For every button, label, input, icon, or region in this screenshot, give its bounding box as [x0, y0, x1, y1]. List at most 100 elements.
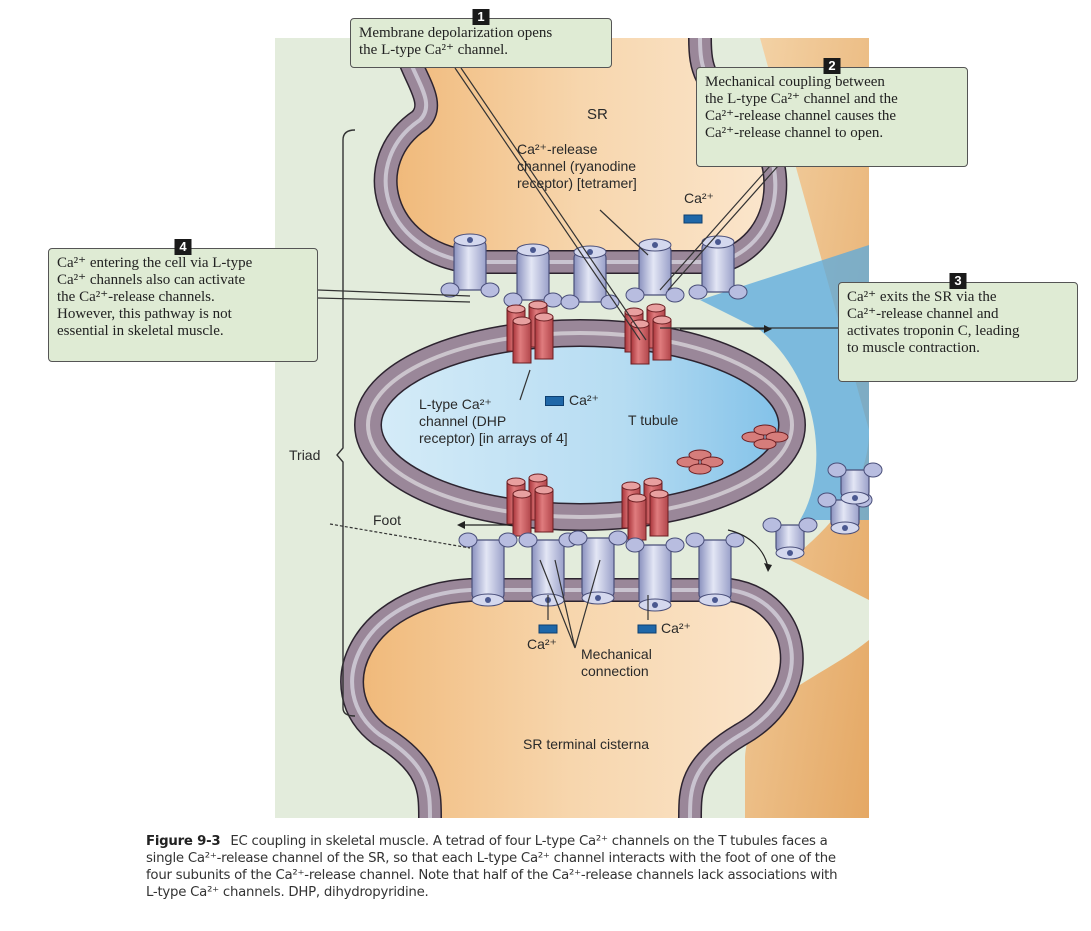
label-release-channel-line: Ca²⁺-release: [517, 141, 598, 157]
arrowhead-bottom-right: [764, 563, 772, 572]
sr-bottom-membrane-core: [350, 588, 794, 819]
callout-leaders: [317, 67, 838, 649]
callout-1-number: 1: [472, 9, 490, 25]
label-mechanical-connection-line: Mechanical: [581, 646, 652, 662]
callout-1-line: Membrane depolarization opens: [359, 25, 553, 41]
figure-label: Figure 9-3: [146, 834, 221, 849]
arrowhead-ca-exit: [764, 325, 772, 333]
label-ca-bottom-left: Ca²⁺: [527, 636, 557, 652]
arrowhead-bottom-left: [457, 521, 465, 529]
l-type-disc-cluster: [676, 449, 724, 475]
l-type-tetrad-discs: [676, 424, 789, 475]
callout-1-line: the L-type Ca²⁺ channel.: [359, 42, 509, 58]
bottom-release-channels: [458, 462, 883, 612]
cytosol-wedge: [700, 245, 869, 520]
callout-3-line: Ca²⁺-release channel and: [847, 306, 999, 322]
leader-callout-2: [659, 165, 771, 291]
arrow-bottom-right: [727, 529, 769, 569]
ryanodine-receptor-channel: [685, 532, 745, 607]
leader-callout-2b: [667, 165, 779, 291]
caption-line: L-type Ca²⁺ channels. DHP, dihydropyridi…: [146, 885, 429, 900]
ryanodine-receptor-channel: [503, 243, 563, 308]
label-ca-ttubule-text: Ca²⁺: [569, 392, 599, 408]
leader-mechanical-connection: [539, 559, 601, 649]
label-foot: Foot: [373, 512, 402, 528]
label-release-channel: Ca²⁺-release channel (ryanodine receptor…: [517, 141, 637, 192]
callout-3-line: to muscle contraction.: [847, 340, 980, 356]
callout-2: 2 Mechanical coupling between the L-type…: [696, 58, 968, 167]
dhp-receptor-tetrad: [621, 477, 669, 541]
ryanodine-receptor-channel: [458, 532, 518, 607]
t-tubule-membrane-core: [366, 331, 794, 519]
caption-line: Figure 9-3 EC coupling in skeletal muscle…: [146, 833, 1006, 850]
l-type-disc-cluster: [741, 424, 789, 450]
caption-text: EC coupling in skeletal muscle. A tetrad…: [230, 834, 828, 849]
leader-foot: [329, 523, 471, 549]
leader-callout-1: [454, 67, 641, 341]
callout-3-line: activates troponin C, leading: [847, 323, 1020, 339]
ryanodine-receptor-channel: [625, 537, 685, 612]
callout-2-line: the L-type Ca²⁺ channel and the: [705, 91, 898, 107]
ca-ion-top: [683, 214, 703, 224]
ca-ion-bottom-right: [637, 624, 657, 634]
label-l-type-channel-line: L-type Ca²⁺: [419, 396, 492, 412]
label-sr-terminal-cisterna: SR terminal cisterna: [523, 736, 650, 752]
callout-4-number: 4: [174, 239, 192, 255]
dhp-receptor-tetrad: [506, 300, 554, 364]
callout-2-line: Ca²⁺-release channel causes the: [705, 108, 897, 124]
sr-bottom-lumen: [352, 590, 792, 818]
label-sr: SR: [587, 106, 608, 123]
leader-l-type: [519, 369, 531, 401]
callout-2-line: Mechanical coupling between: [705, 74, 885, 90]
callout-1: 1 Membrane depolarization opens the L-ty…: [350, 9, 612, 68]
ca-ion-bottom-left: [538, 624, 558, 634]
callout-3-line: Ca²⁺ exits the SR via the: [847, 289, 997, 305]
caption-line: single Ca²⁺-release channel of the SR, s…: [146, 851, 836, 866]
dhp-receptor-tetrad: [624, 303, 672, 365]
label-l-type-channel-line: receptor) [in arrays of 4]: [419, 430, 568, 446]
ryanodine-receptor-channel: [688, 235, 748, 300]
callout-4: 4 Ca²⁺ entering the cell via L-type Ca²⁺…: [48, 239, 318, 362]
triad-bracket: [336, 129, 356, 717]
callout-4-line: Ca²⁺ channels also can activate: [57, 272, 246, 288]
label-mechanical-connection: Mechanical connection: [581, 646, 652, 680]
label-l-type-channel-line: channel (DHP: [419, 413, 507, 429]
t-tubule-lumen: [368, 333, 792, 517]
sr-right-region: [745, 38, 869, 818]
callout-4-line: Ca²⁺ entering the cell via L-type: [57, 255, 253, 271]
label-ca-top: Ca²⁺: [684, 190, 714, 206]
label-release-channel-line: channel (ryanodine: [517, 158, 637, 174]
ca-ion-icon: [545, 396, 564, 407]
figure-caption: Figure 9-3 EC coupling in skeletal muscle…: [146, 833, 1006, 901]
sr-top-lumen: [385, 38, 776, 258]
ryanodine-receptor-channel: [625, 238, 685, 303]
bottom-l-type-channels: [506, 473, 669, 541]
caption-line: four subunits of the Ca²⁺-release channe…: [146, 868, 838, 883]
label-ca-bottom-right: Ca²⁺: [661, 620, 691, 636]
dhp-receptor-tetrad: [506, 473, 554, 537]
callout-3: 3 Ca²⁺ exits the SR via the Ca²⁺-release…: [838, 273, 1078, 382]
callout-2-line: Ca²⁺-release channel to open.: [705, 125, 884, 141]
label-mechanical-connection-line: connection: [581, 663, 649, 679]
callout-3-number: 3: [949, 273, 967, 289]
leader-release-channel: [599, 209, 649, 256]
ryanodine-receptor-channel: [560, 245, 620, 310]
leader-callout-1b: [460, 67, 647, 341]
label-triad: Triad: [289, 447, 321, 463]
leader-callout-4: [317, 289, 471, 297]
callout-2-number: 2: [823, 58, 841, 74]
callout-4-line: essential in skeletal muscle.: [57, 323, 224, 339]
flux-arrows: [460, 328, 770, 569]
callout-4-line: However, this pathway is not: [57, 306, 232, 322]
top-l-type-channels: [506, 300, 672, 365]
label-release-channel-line: receptor) [tetramer]: [517, 175, 637, 191]
label-l-type-channel: L-type Ca²⁺ channel (DHP receptor) [in a…: [419, 396, 568, 447]
callout-4-line: the Ca²⁺-release channels.: [57, 289, 215, 305]
label-t-tubule: T tubule: [628, 412, 679, 428]
label-ca-ttubule: Ca²⁺: [545, 392, 599, 409]
ryanodine-receptor-channel: [827, 462, 883, 505]
ryanodine-receptor-channel: [762, 517, 818, 560]
top-release-channels: [440, 233, 748, 310]
